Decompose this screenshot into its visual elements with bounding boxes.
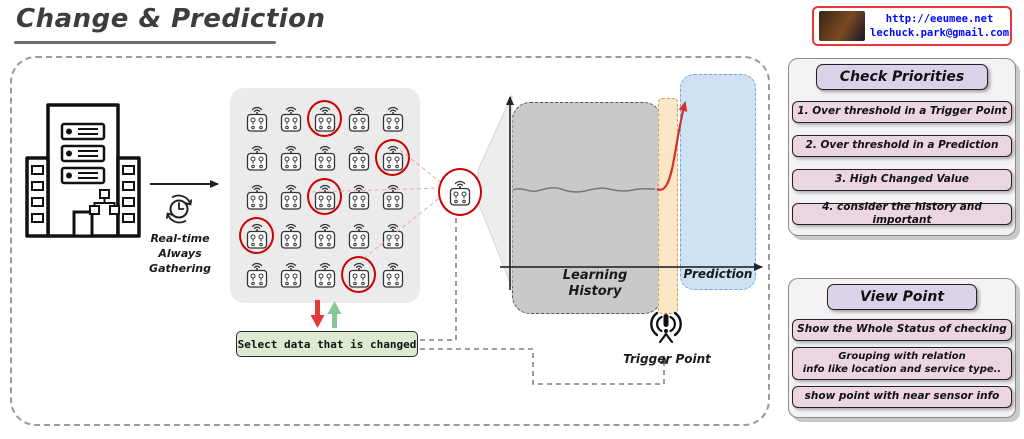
sensor-icon <box>380 103 406 133</box>
sensor-icon <box>244 142 270 172</box>
sensor-icon <box>244 103 270 133</box>
check-priorities-header: Check Priorities <box>816 64 988 90</box>
sensor-icon <box>380 259 406 289</box>
sensor-icon <box>244 181 270 211</box>
contact-photo <box>819 11 865 41</box>
sensor-icon <box>312 259 338 289</box>
sensor-icon <box>380 181 406 211</box>
check-priorities-card: Check Priorities 1. Over threshold in a … <box>788 58 1016 236</box>
contact-email[interactable]: lechuck.park@gmail.com <box>870 27 1010 39</box>
sensor-icon <box>278 181 304 211</box>
sensor-icon <box>307 177 342 215</box>
trigger-beacon-icon <box>650 311 682 344</box>
sensor-icon <box>278 220 304 250</box>
sensor-icon <box>346 220 372 250</box>
sensor-icon <box>278 142 304 172</box>
select-data-button[interactable]: Select data that is changed <box>236 331 418 357</box>
trigger-point-label: Trigger Point <box>623 352 711 366</box>
contact-box: http://eeumee.net lechuck.park@gmail.com <box>812 6 1012 46</box>
view-item-2: Grouping with relation info like locatio… <box>792 347 1012 380</box>
sensor-grid <box>230 88 420 303</box>
page-title: Change & Prediction <box>16 4 326 34</box>
sensor-icon <box>278 103 304 133</box>
view-item-1: Show the Whole Status of checking <box>792 319 1012 341</box>
sensor-icon <box>312 220 338 250</box>
gathering-label: Real-time Always Gathering <box>149 232 211 275</box>
network-icon <box>89 189 120 215</box>
priority-item-3: 3. High Changed Value <box>792 169 1012 191</box>
sensor-icon <box>346 142 372 172</box>
sensor-icon <box>307 99 342 137</box>
trigger-point-strip <box>658 98 678 314</box>
sensor-icon <box>278 259 304 289</box>
sensor-icon <box>375 138 410 176</box>
sensor-icon <box>380 220 406 250</box>
learning-history-label: Learning History <box>562 268 628 300</box>
main-panel <box>10 56 770 426</box>
contact-url[interactable]: http://eeumee.net <box>885 12 994 25</box>
sensor-icon <box>341 255 376 293</box>
priority-item-2: 2. Over threshold in a Prediction <box>792 135 1012 157</box>
prediction-region <box>680 74 756 290</box>
title-underline <box>14 41 276 44</box>
priority-item-1: 1. Over threshold in a Trigger Point <box>792 101 1012 123</box>
selected-sensor <box>438 168 482 216</box>
priority-item-4: 4. consider the history and important <box>792 201 1012 226</box>
sensor-icon <box>239 216 274 254</box>
view-item-3: show point with near sensor info <box>792 386 1012 408</box>
prediction-label: Prediction <box>683 267 753 281</box>
view-point-header: View Point <box>827 284 977 310</box>
sensor-icon <box>244 259 270 289</box>
datacenter-building-icon <box>25 103 141 238</box>
realtime-refresh-icon <box>166 194 192 224</box>
sensor-icon <box>312 142 338 172</box>
view-point-card: View Point Show the Whole Status of chec… <box>788 278 1016 418</box>
sensor-icon <box>346 181 372 211</box>
sensor-icon <box>346 103 372 133</box>
